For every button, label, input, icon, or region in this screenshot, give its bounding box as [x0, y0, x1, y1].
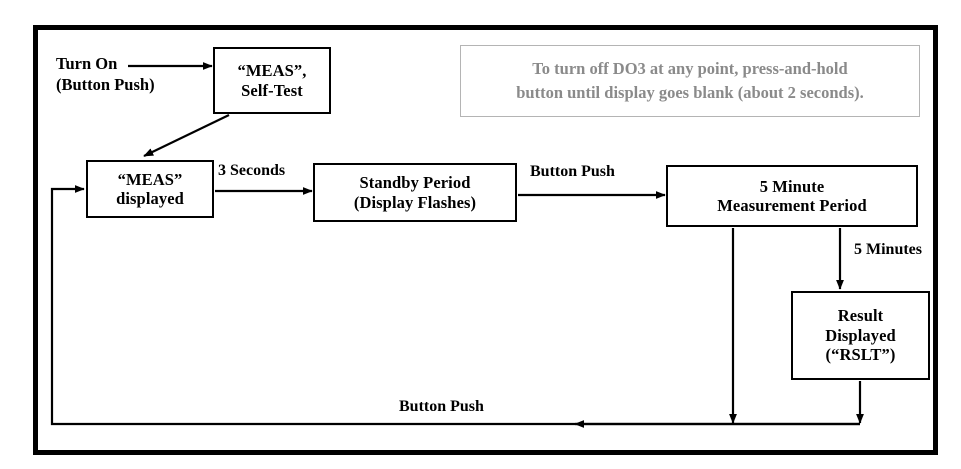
- node-standby-line-1: Standby Period: [359, 173, 471, 193]
- node-result-displayed: Result Displayed (“RSLT”): [791, 291, 930, 380]
- node-result-line-3: (“RSLT”): [825, 345, 896, 365]
- label-five-minutes: 5 Minutes: [854, 241, 922, 258]
- node-standby-line-2: (Display Flashes): [353, 192, 477, 212]
- node-meas-displayed-line-1: “MEAS”: [117, 169, 183, 189]
- label-button-push-return: Button Push: [399, 398, 484, 415]
- node-measure-line-2: Measurement Period: [717, 196, 867, 215]
- node-meas-displayed-line-2: displayed: [116, 189, 184, 208]
- label-turn-on-line-2: (Button Push): [56, 75, 155, 95]
- node-standby-period: Standby Period (Display Flashes): [313, 163, 517, 222]
- node-result-line-1: Result: [837, 306, 884, 326]
- label-turn-on-line-1: Turn On: [56, 54, 118, 73]
- node-measurement-period: 5 Minute Measurement Period: [666, 165, 918, 227]
- node-result-line-2: Displayed: [825, 325, 896, 345]
- label-three-seconds: 3 Seconds: [218, 162, 286, 179]
- node-self-test-line-2: Self-Test: [241, 80, 303, 100]
- node-measure-line-1: 5 Minute: [759, 176, 825, 196]
- power-off-note: To turn off DO3 at any point, press-and-…: [460, 45, 920, 117]
- label-button-push-to-measurement: Button Push: [530, 163, 615, 180]
- note-line-1: To turn off DO3 at any point, press-and-…: [532, 59, 848, 79]
- node-meas-displayed: “MEAS” displayed: [86, 160, 214, 218]
- node-meas-self-test: “MEAS”, Self-Test: [213, 47, 331, 114]
- label-turn-on: Turn On (Button Push): [56, 53, 155, 96]
- node-self-test-line-1: “MEAS”,: [237, 61, 307, 81]
- note-line-2: button until display goes blank (about 2…: [516, 83, 864, 102]
